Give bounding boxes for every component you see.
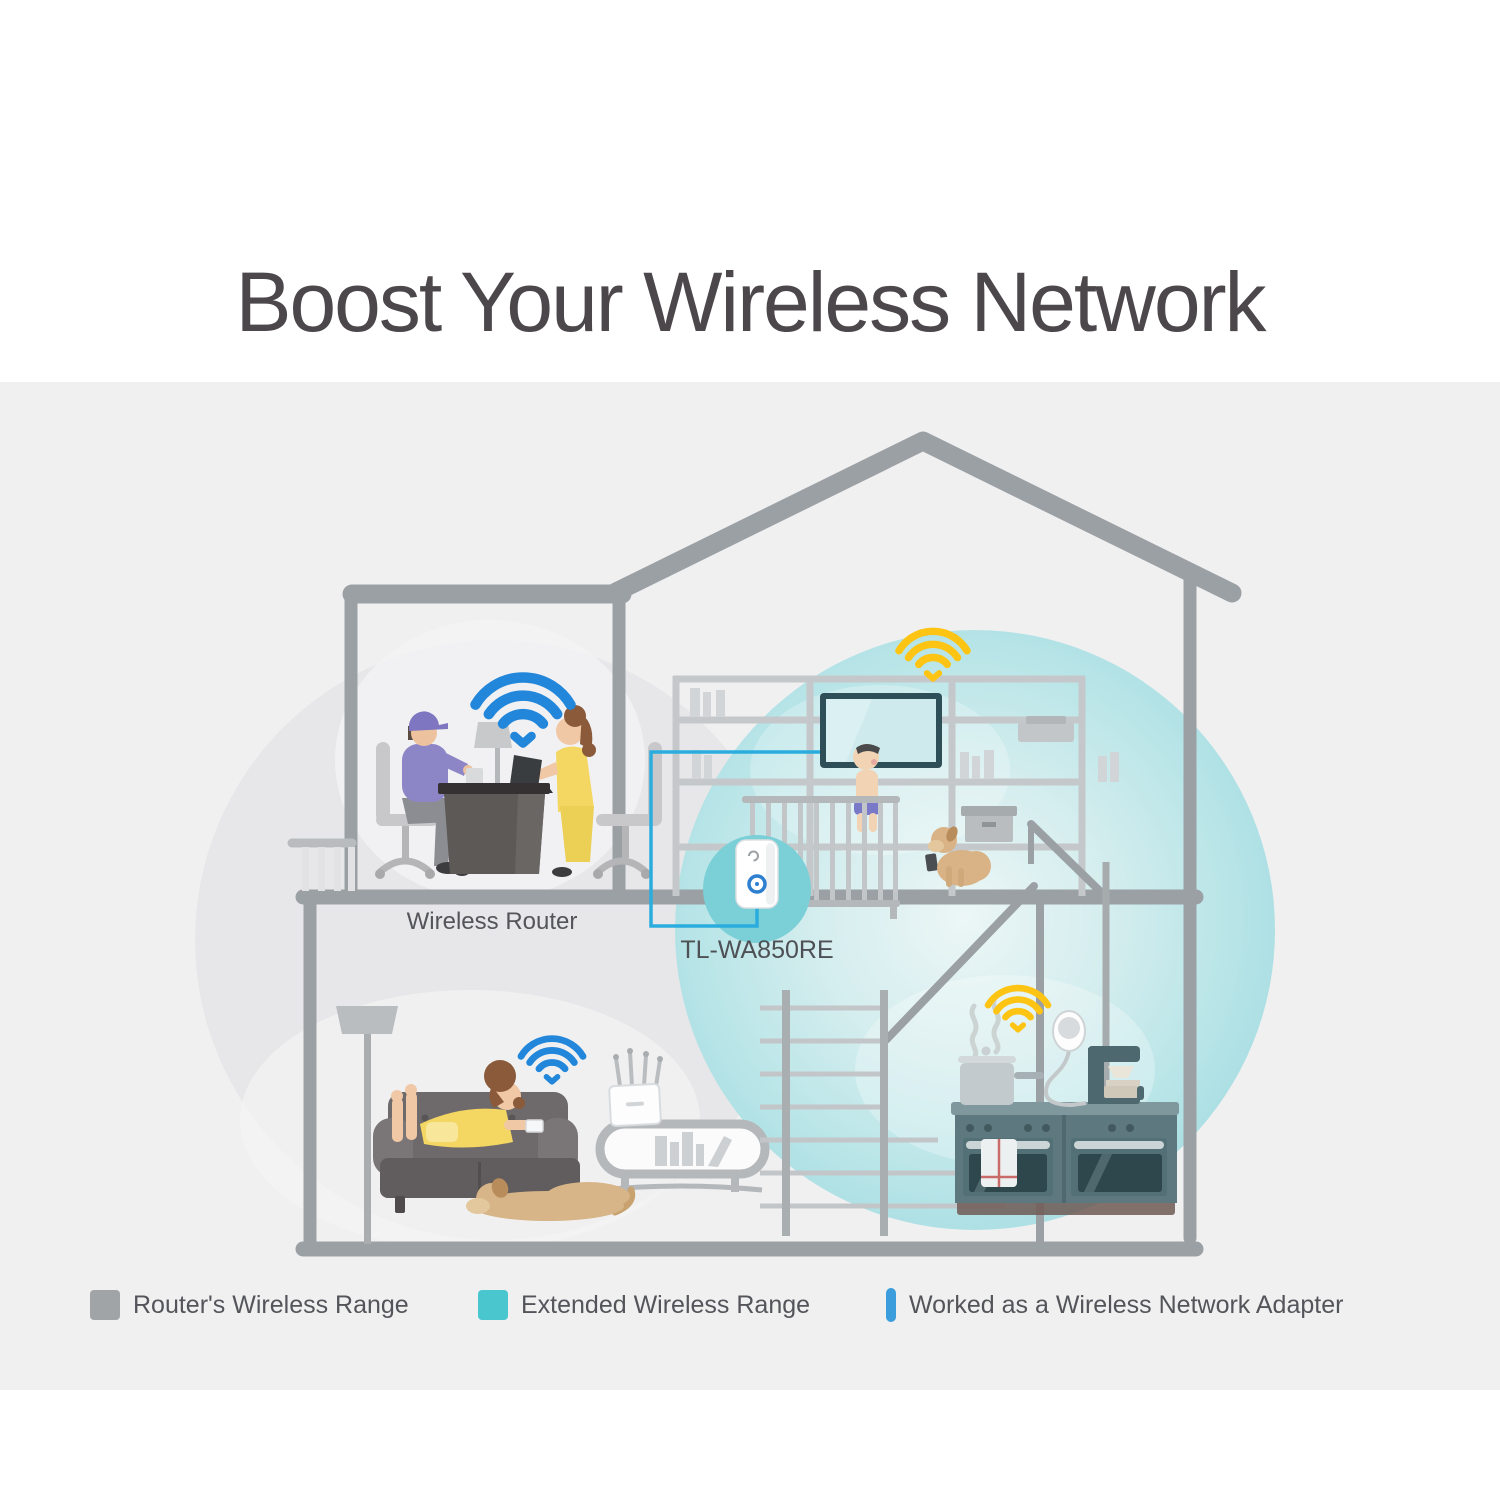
steam: [969, 1003, 979, 1061]
staircase: [760, 820, 1110, 1246]
legend-item-network-adapter: Worked as a Wireless Network Adapter: [886, 1288, 1343, 1322]
tv-console: [595, 1119, 770, 1193]
tp-link-logo-icon: [748, 850, 760, 862]
dog-upstairs: [928, 826, 991, 887]
floor-lamp-pole: [364, 1034, 371, 1244]
plug-cord: [1043, 1050, 1087, 1108]
range-extender-device: [735, 839, 779, 909]
baby: [853, 744, 880, 832]
woman-on-sofa: [391, 1060, 544, 1148]
laptop-screen: [510, 755, 542, 788]
smart-plug: [1043, 1010, 1087, 1108]
towel: [981, 1139, 1017, 1187]
legend-label: Extended Wireless Range: [521, 1290, 811, 1319]
storage-box: [965, 814, 1013, 842]
cap: [408, 711, 448, 731]
wireless-router-label: Wireless Router: [406, 908, 578, 935]
stove-counter: [951, 1102, 1179, 1115]
wireless-router-device: [608, 1048, 663, 1128]
legend-item-router-range: Router's Wireless Range: [90, 1288, 409, 1322]
balcony-spindles: [302, 847, 355, 891]
tablet: [925, 853, 938, 872]
wall-tv: [820, 693, 942, 768]
legend-label: Router's Wireless Range: [133, 1290, 409, 1319]
cooking-pot: [958, 993, 1044, 1105]
desk-top: [438, 783, 550, 794]
peaked-roof: [606, 431, 1242, 603]
smartphone: [525, 1119, 544, 1133]
right-oven: [1071, 1138, 1167, 1196]
steam: [991, 993, 1001, 1055]
adapter-connection-line: [649, 750, 820, 928]
router-range-swatch: [90, 1290, 120, 1320]
printer: [1018, 722, 1074, 742]
desk-lamp-pole: [495, 748, 500, 788]
legend-label: Worked as a Wireless Network Adapter: [909, 1290, 1344, 1319]
study-scene: [375, 705, 662, 879]
coffee-maker: [1088, 1046, 1144, 1104]
adapter-line-swatch: [886, 1288, 896, 1322]
mug: [466, 768, 483, 786]
kitchen-scene: [951, 993, 1179, 1215]
legend-item-extended-range: Extended Wireless Range: [478, 1288, 810, 1322]
floor-lamp-shade: [336, 1006, 398, 1034]
page-title: Boost Your Wireless Network: [235, 255, 1266, 350]
extended-range-swatch: [478, 1290, 508, 1320]
extender-model-label: TL-WA850RE: [680, 936, 834, 964]
woman-at-desk: [533, 705, 596, 877]
dog-downstairs: [466, 1178, 636, 1221]
living-room-scene: [336, 1006, 770, 1244]
shelf-books: [690, 688, 1119, 782]
